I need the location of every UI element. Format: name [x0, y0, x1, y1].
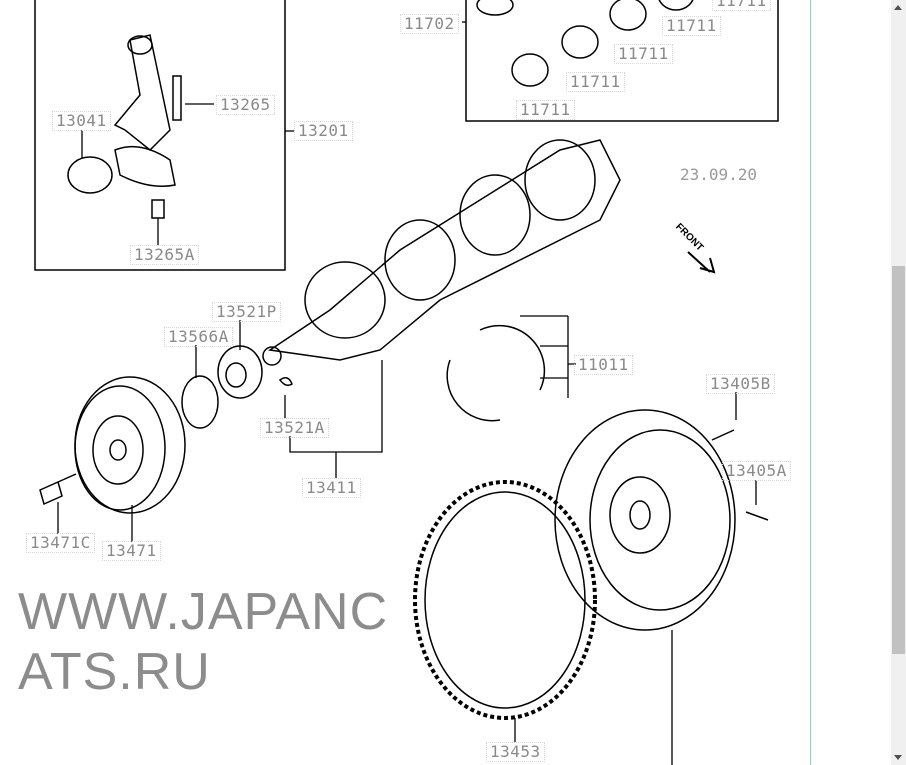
part-label-11011[interactable]: 11011 — [574, 355, 633, 375]
main-bearing-group-box — [465, 0, 779, 122]
part-label-11711[interactable]: 11711 — [662, 16, 721, 36]
part-label-11711[interactable]: 11711 — [712, 0, 771, 11]
connecting-rod-group-box — [34, 0, 286, 271]
connecting-rod — [67, 34, 182, 219]
watermark: WWW.JAPANCATS.RU — [18, 583, 389, 701]
leader-lines — [57, 21, 757, 765]
part-label-13265[interactable]: 13265 — [216, 95, 275, 115]
rod-nut — [151, 199, 165, 219]
part-label-13265A[interactable]: 13265A — [130, 245, 199, 265]
watermark-date: 23.09.20 — [680, 165, 758, 184]
crank-pulley — [39, 376, 186, 514]
vertical-scrollbar[interactable] — [891, 0, 906, 765]
part-label-13566A[interactable]: 13566A — [164, 327, 233, 347]
flywheel — [554, 409, 769, 631]
part-label-13411[interactable]: 13411 — [302, 478, 361, 498]
part-label-13201[interactable]: 13201 — [294, 121, 353, 141]
thrust-washers — [446, 324, 546, 422]
rod-bearing — [67, 156, 113, 194]
scrollbar-thumb[interactable] — [892, 266, 905, 654]
part-label-11711[interactable]: 11711 — [566, 72, 625, 92]
part-label-13041[interactable]: 13041 — [52, 111, 111, 131]
part-label-11711[interactable]: 11711 — [516, 100, 575, 120]
ring-gear — [413, 480, 597, 720]
crankshaft — [262, 139, 621, 366]
part-label-11702[interactable]: 11702 — [400, 14, 459, 34]
part-label-13405B[interactable]: 13405B — [706, 374, 775, 394]
front-arrow — [687, 251, 716, 274]
part-label-13471C[interactable]: 13471C — [26, 533, 95, 553]
timing-sprocket — [181, 345, 293, 429]
scroll-up-icon[interactable] — [894, 5, 902, 10]
scroll-down-icon[interactable] — [894, 755, 902, 760]
part-label-13453[interactable]: 13453 — [486, 742, 545, 762]
frame-divider — [810, 0, 811, 765]
part-label-13521A[interactable]: 13521A — [260, 418, 329, 438]
part-label-13521P[interactable]: 13521P — [212, 302, 281, 322]
part-label-13405A[interactable]: 13405A — [722, 461, 791, 481]
part-label-11711[interactable]: 11711 — [614, 44, 673, 64]
part-label-13471[interactable]: 13471 — [102, 541, 161, 561]
main-bearings — [476, 0, 694, 87]
